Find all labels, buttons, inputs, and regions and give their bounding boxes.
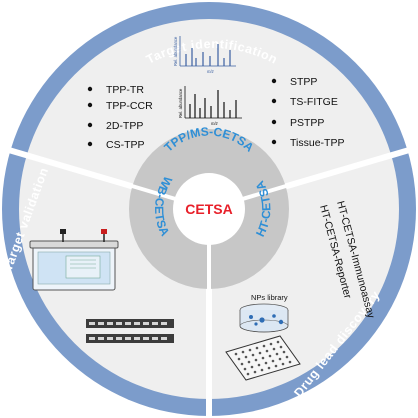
center-circle [173,173,245,245]
bullet-icon [87,122,93,128]
spectrum-bottom-ylabel: Rel. abundance [178,88,183,118]
method-right-item: PSTPP [290,117,324,129]
well-plate-icon [225,335,301,381]
method-left-item: TPP-CCR [106,100,153,112]
ms-spectrum-top: Rel. abundance m/z [173,36,236,74]
center-label: CETSA [185,201,232,217]
bullet-icon [271,119,277,125]
bullet-icon [87,86,93,92]
bullet-icon [87,102,93,108]
method-left-item: TPP-TR [106,84,144,96]
methods-right-list: STPP TS-FITGE PSTPP Tissue-TPP [271,76,344,149]
inner-label-right-path: HT-CETSA [252,178,273,239]
methods-left-list: TPP-TR TPP-CCR 2D-TPP CS-TPP [87,84,153,151]
electrophoresis-tank-icon [29,229,119,291]
nps-library-label: NPs library [251,293,288,302]
spectrum-top-ylabel: Rel. abundance [173,36,178,66]
method-left-item: CS-TPP [106,139,145,151]
spectrum-top-peaks [185,44,231,66]
spectrum-bottom-xlabel: m/z [211,121,219,126]
bullet-icon [271,78,277,84]
method-right-item: TS-FITGE [290,96,338,108]
method-right-item: STPP [290,76,317,88]
spectrum-top-xlabel: m/z [207,69,215,74]
spectrum-bottom-peaks [189,90,237,118]
bullet-icon [271,98,277,104]
western-blot-strips-icon [86,319,174,343]
bullet-icon [271,139,277,145]
nps-library-dish-icon [239,303,289,333]
bullet-icon [87,141,93,147]
inner-label-right: HT-CETSA [252,178,273,239]
method-left-item: 2D-TPP [106,120,143,132]
method-right-item: Tissue-TPP [290,137,344,149]
ms-spectrum-bottom: Rel. abundance m/z [178,86,242,126]
